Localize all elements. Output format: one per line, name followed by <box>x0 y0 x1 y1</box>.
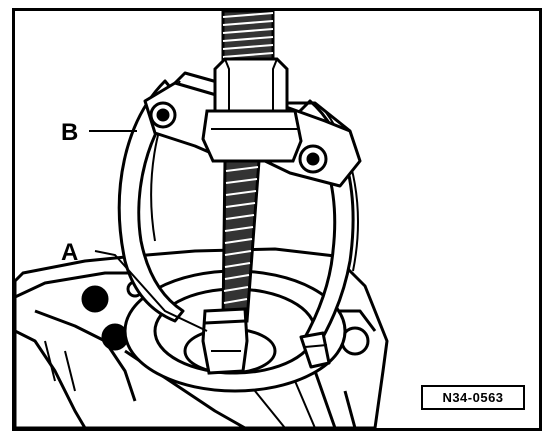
leader-a <box>94 250 208 332</box>
figure-code: N34-0563 <box>421 385 525 410</box>
leader-lines <box>89 130 208 332</box>
bolt-hole-lower-left <box>101 323 129 351</box>
adapter-a <box>201 307 249 375</box>
callout-label-a: A <box>61 239 79 266</box>
bolt-hole-left <box>81 285 109 313</box>
puller-illustration <box>15 11 389 428</box>
callout-label-b: B <box>61 119 79 146</box>
figure-frame: A B N34-0563 <box>12 8 542 431</box>
hex-nut <box>201 57 303 163</box>
